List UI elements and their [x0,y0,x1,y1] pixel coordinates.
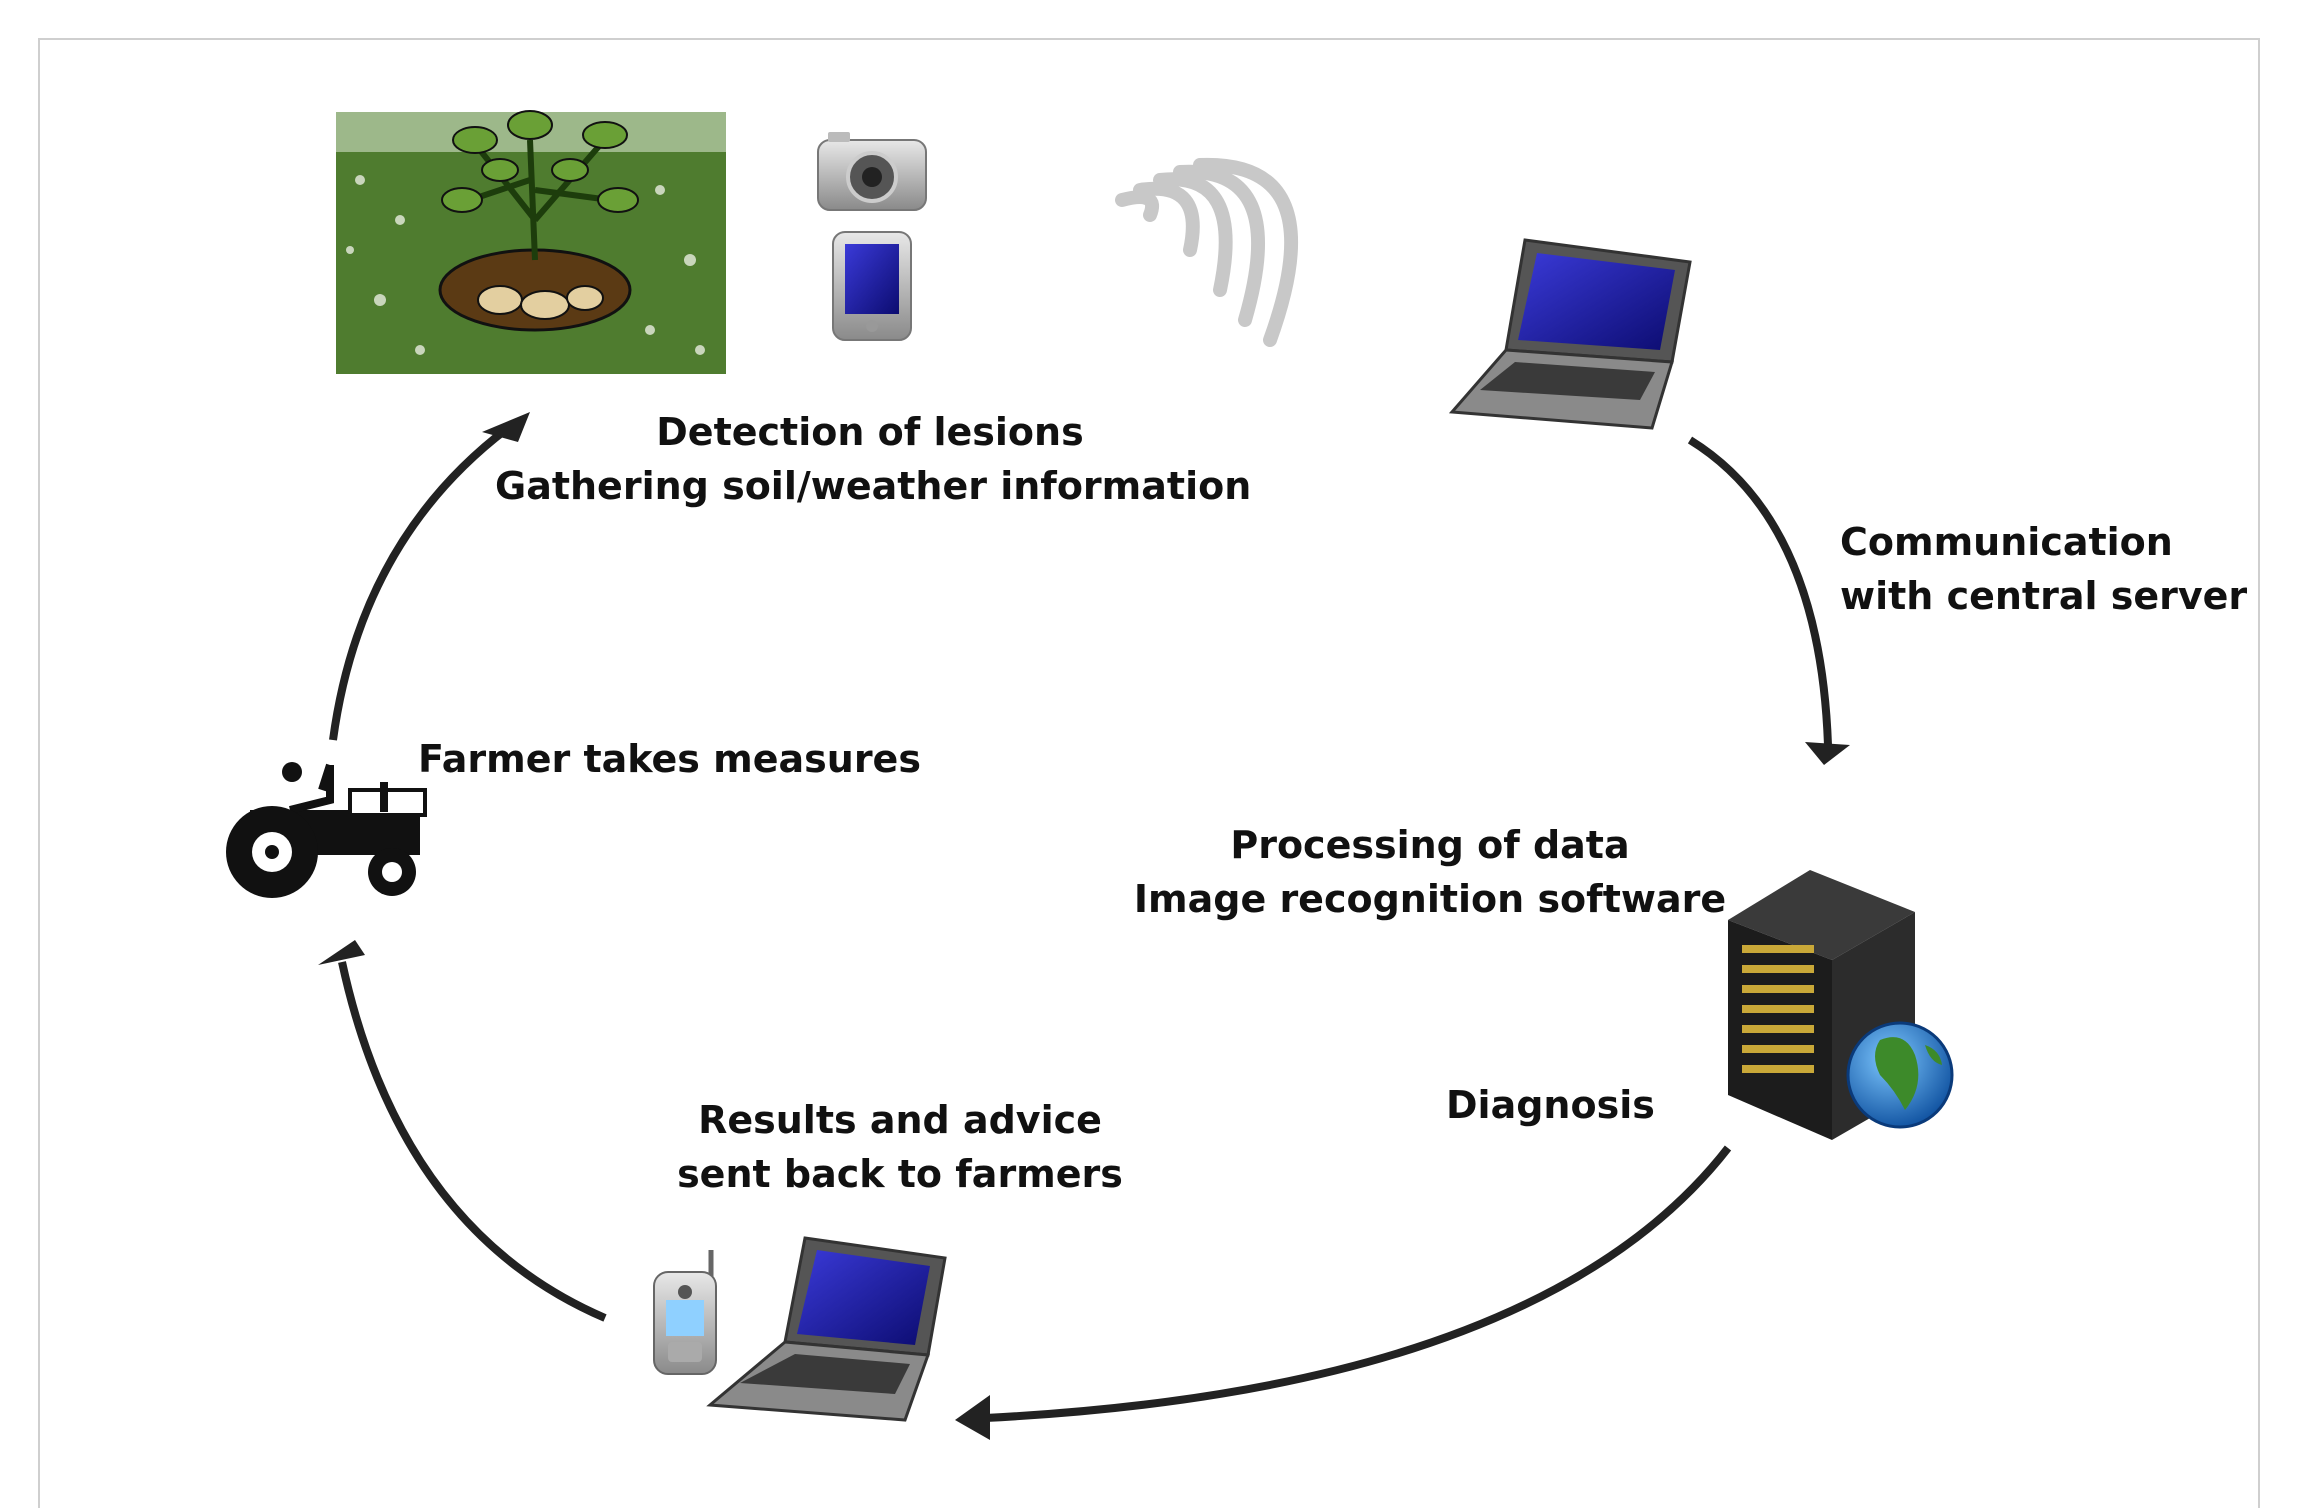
globe-icon [1846,1021,1954,1129]
results-line-1: Results and advice [698,1098,1102,1142]
diagnosis-label: Diagnosis [1446,1083,1655,1127]
pda-icon [832,231,912,341]
processing-line-2: Image recognition software [1133,877,1727,921]
results-line-2: sent back to farmers [677,1152,1123,1196]
laptop-icon [1448,238,1692,430]
laptop-icon-bottom [706,1236,947,1422]
results-label: Results and advice sent back to farmers [630,1093,1170,1201]
mobile-phone-icon [653,1250,717,1375]
detection-label: Detection of lesions Gathering soil/weat… [495,405,1252,513]
detection-line-1: Detection of lesions [656,410,1084,454]
communication-label: Communication with central server [1840,515,2247,623]
communication-line-1: Communication [1840,520,2173,564]
tractor-icon [226,762,427,898]
processing-label: Processing of data Image recognition sof… [1110,818,1750,926]
camera-icon [817,132,927,211]
cycle-arrows [329,424,1832,1422]
processing-line-1: Processing of data [1230,823,1630,867]
wireless-signal-icon [1115,157,1298,347]
potato-field-icon [336,110,726,374]
communication-line-2: with central server [1840,574,2248,618]
farmer-label: Farmer takes measures [418,737,921,781]
detection-line-2: Gathering soil/weather information [495,464,1252,508]
arrow-heads [318,412,1850,1440]
